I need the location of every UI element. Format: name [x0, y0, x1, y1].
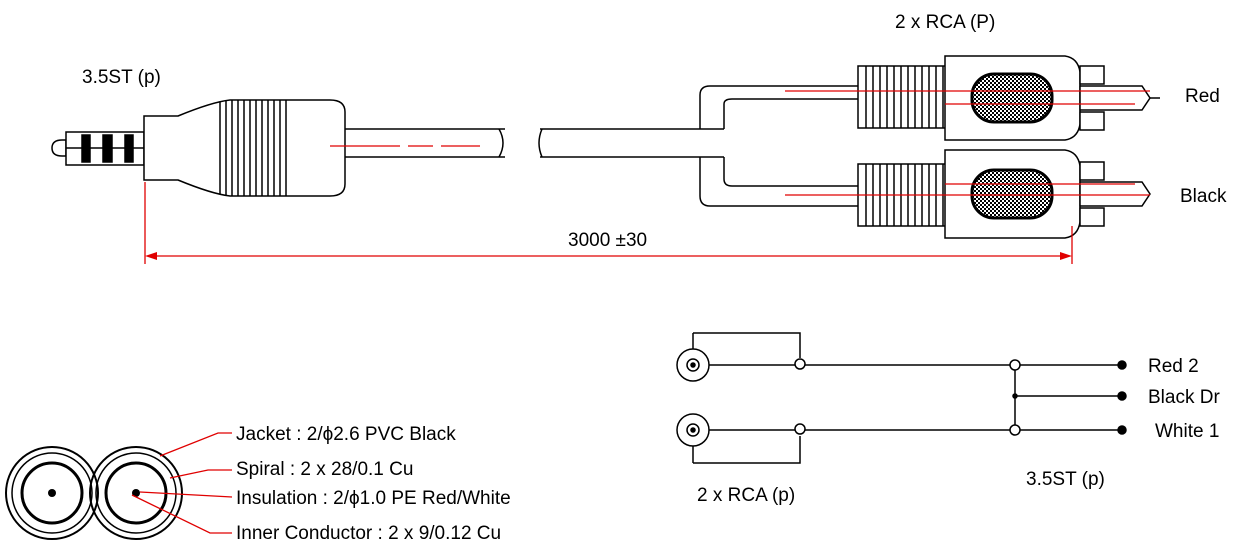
stereo-plug [51, 99, 346, 197]
rca-plug-black [785, 149, 1151, 239]
rca-plug-red [785, 55, 1151, 141]
jacket-spec: Jacket : 2/ϕ2.6 PVC Black [236, 424, 456, 445]
dimension-line [144, 182, 1073, 264]
schematic-rca-label: 2 x RCA (p) [697, 485, 795, 506]
red-plug-label: Red [1185, 86, 1220, 107]
white-pin-label: White 1 [1155, 421, 1219, 442]
black-pin-label: Black Dr [1148, 387, 1220, 408]
spiral-spec: Spiral : 2 x 28/0.1 Cu [236, 459, 413, 480]
wiring-schematic [676, 332, 1127, 464]
inner-conductor-spec: Inner Conductor : 2 x 9/0.12 Cu [236, 523, 501, 544]
schematic-plug-label: 3.5ST (p) [1026, 469, 1105, 490]
black-plug-label: Black [1180, 186, 1227, 207]
plug-35-label: 3.5ST (p) [82, 67, 161, 88]
cable-cross-section [5, 446, 183, 540]
rca-plugs-label: 2 x RCA (P) [895, 12, 995, 33]
cross-section-leaders [131, 432, 233, 534]
cable-right-segment [538, 85, 860, 207]
length-label: 3000 ±30 [568, 230, 647, 251]
red-pin-label: Red 2 [1148, 356, 1199, 377]
insulation-spec: Insulation : 2/ϕ1.0 PE Red/White [236, 488, 511, 509]
cable-left-segment [330, 128, 505, 158]
